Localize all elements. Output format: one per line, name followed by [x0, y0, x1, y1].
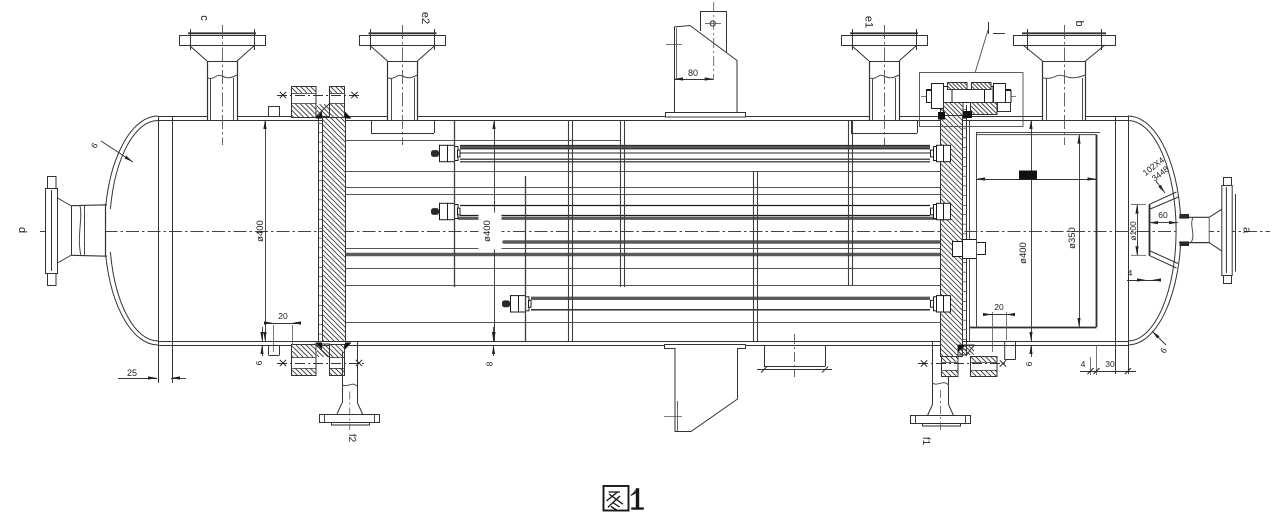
svg-text:d: d	[16, 227, 28, 233]
svg-text:20: 20	[994, 302, 1004, 312]
svg-text:80: 80	[688, 68, 698, 78]
svg-text:ø400: ø400	[482, 220, 493, 242]
svg-text:e2: e2	[419, 12, 431, 24]
svg-text:6: 6	[254, 360, 264, 365]
svg-text:ø400: ø400	[255, 220, 266, 242]
svg-text:6: 6	[1158, 346, 1169, 355]
svg-text:4: 4	[1081, 359, 1086, 369]
svg-text:20: 20	[278, 311, 288, 321]
svg-text:30: 30	[1105, 359, 1115, 369]
svg-text:a: a	[1241, 227, 1253, 234]
svg-text:25: 25	[127, 368, 137, 378]
svg-text:60: 60	[1158, 210, 1168, 220]
svg-text:8: 8	[485, 361, 495, 366]
svg-text:6: 6	[1024, 361, 1034, 366]
svg-text:6: 6	[89, 141, 100, 150]
svg-text:c: c	[198, 15, 210, 21]
svg-text:ø100: ø100	[1128, 221, 1138, 241]
svg-text:ø400: ø400	[1018, 242, 1029, 264]
svg-text:ø350: ø350	[1067, 227, 1078, 249]
svg-text:f2: f2	[346, 434, 357, 443]
svg-text:f1: f1	[920, 437, 931, 446]
svg-text:4: 4	[1128, 268, 1133, 278]
svg-text:b: b	[1073, 20, 1085, 26]
svg-text:e1: e1	[863, 16, 875, 28]
